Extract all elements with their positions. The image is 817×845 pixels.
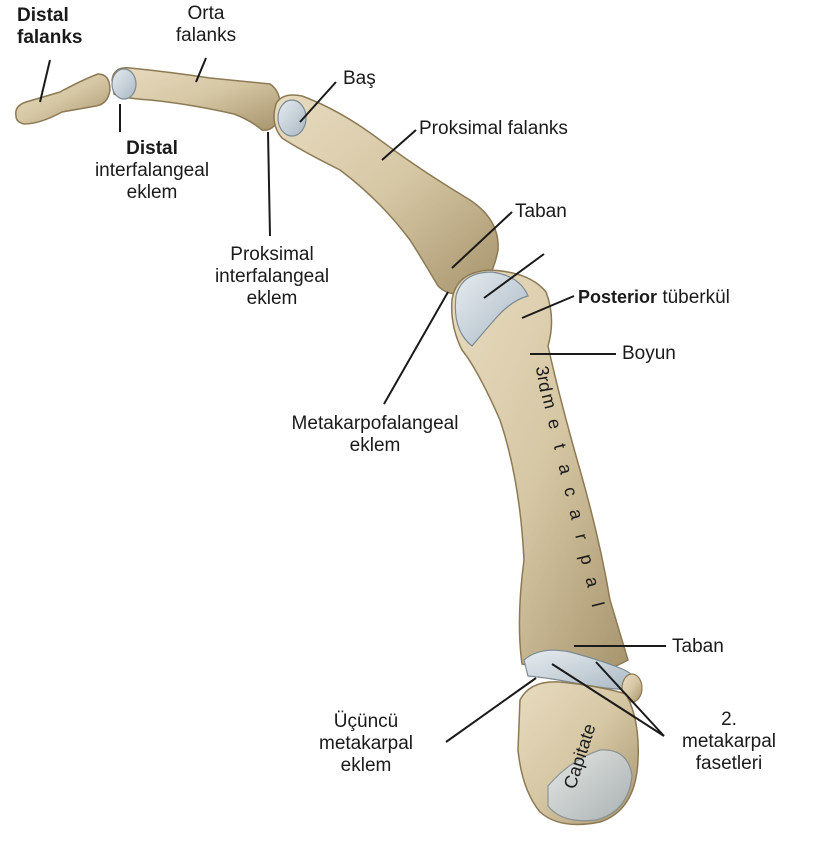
label-boyun: Boyun [622,343,676,365]
leader-proksimal-if [268,132,270,236]
middle-phalanx [112,68,280,130]
label-taban-bottom: Taban [672,636,724,658]
label-posterior-tuberkul: Posterior tüberkül [578,286,730,309]
label-taban-top: Taban [515,201,567,223]
distal-joint-cartilage [112,69,136,99]
pip-joint-cartilage [278,100,306,136]
label-bas: Baş [343,68,376,90]
label-proksimal-falanks: Proksimal falanks [419,118,568,140]
distal-phalanx [16,74,110,124]
leader-mcp [384,292,448,404]
